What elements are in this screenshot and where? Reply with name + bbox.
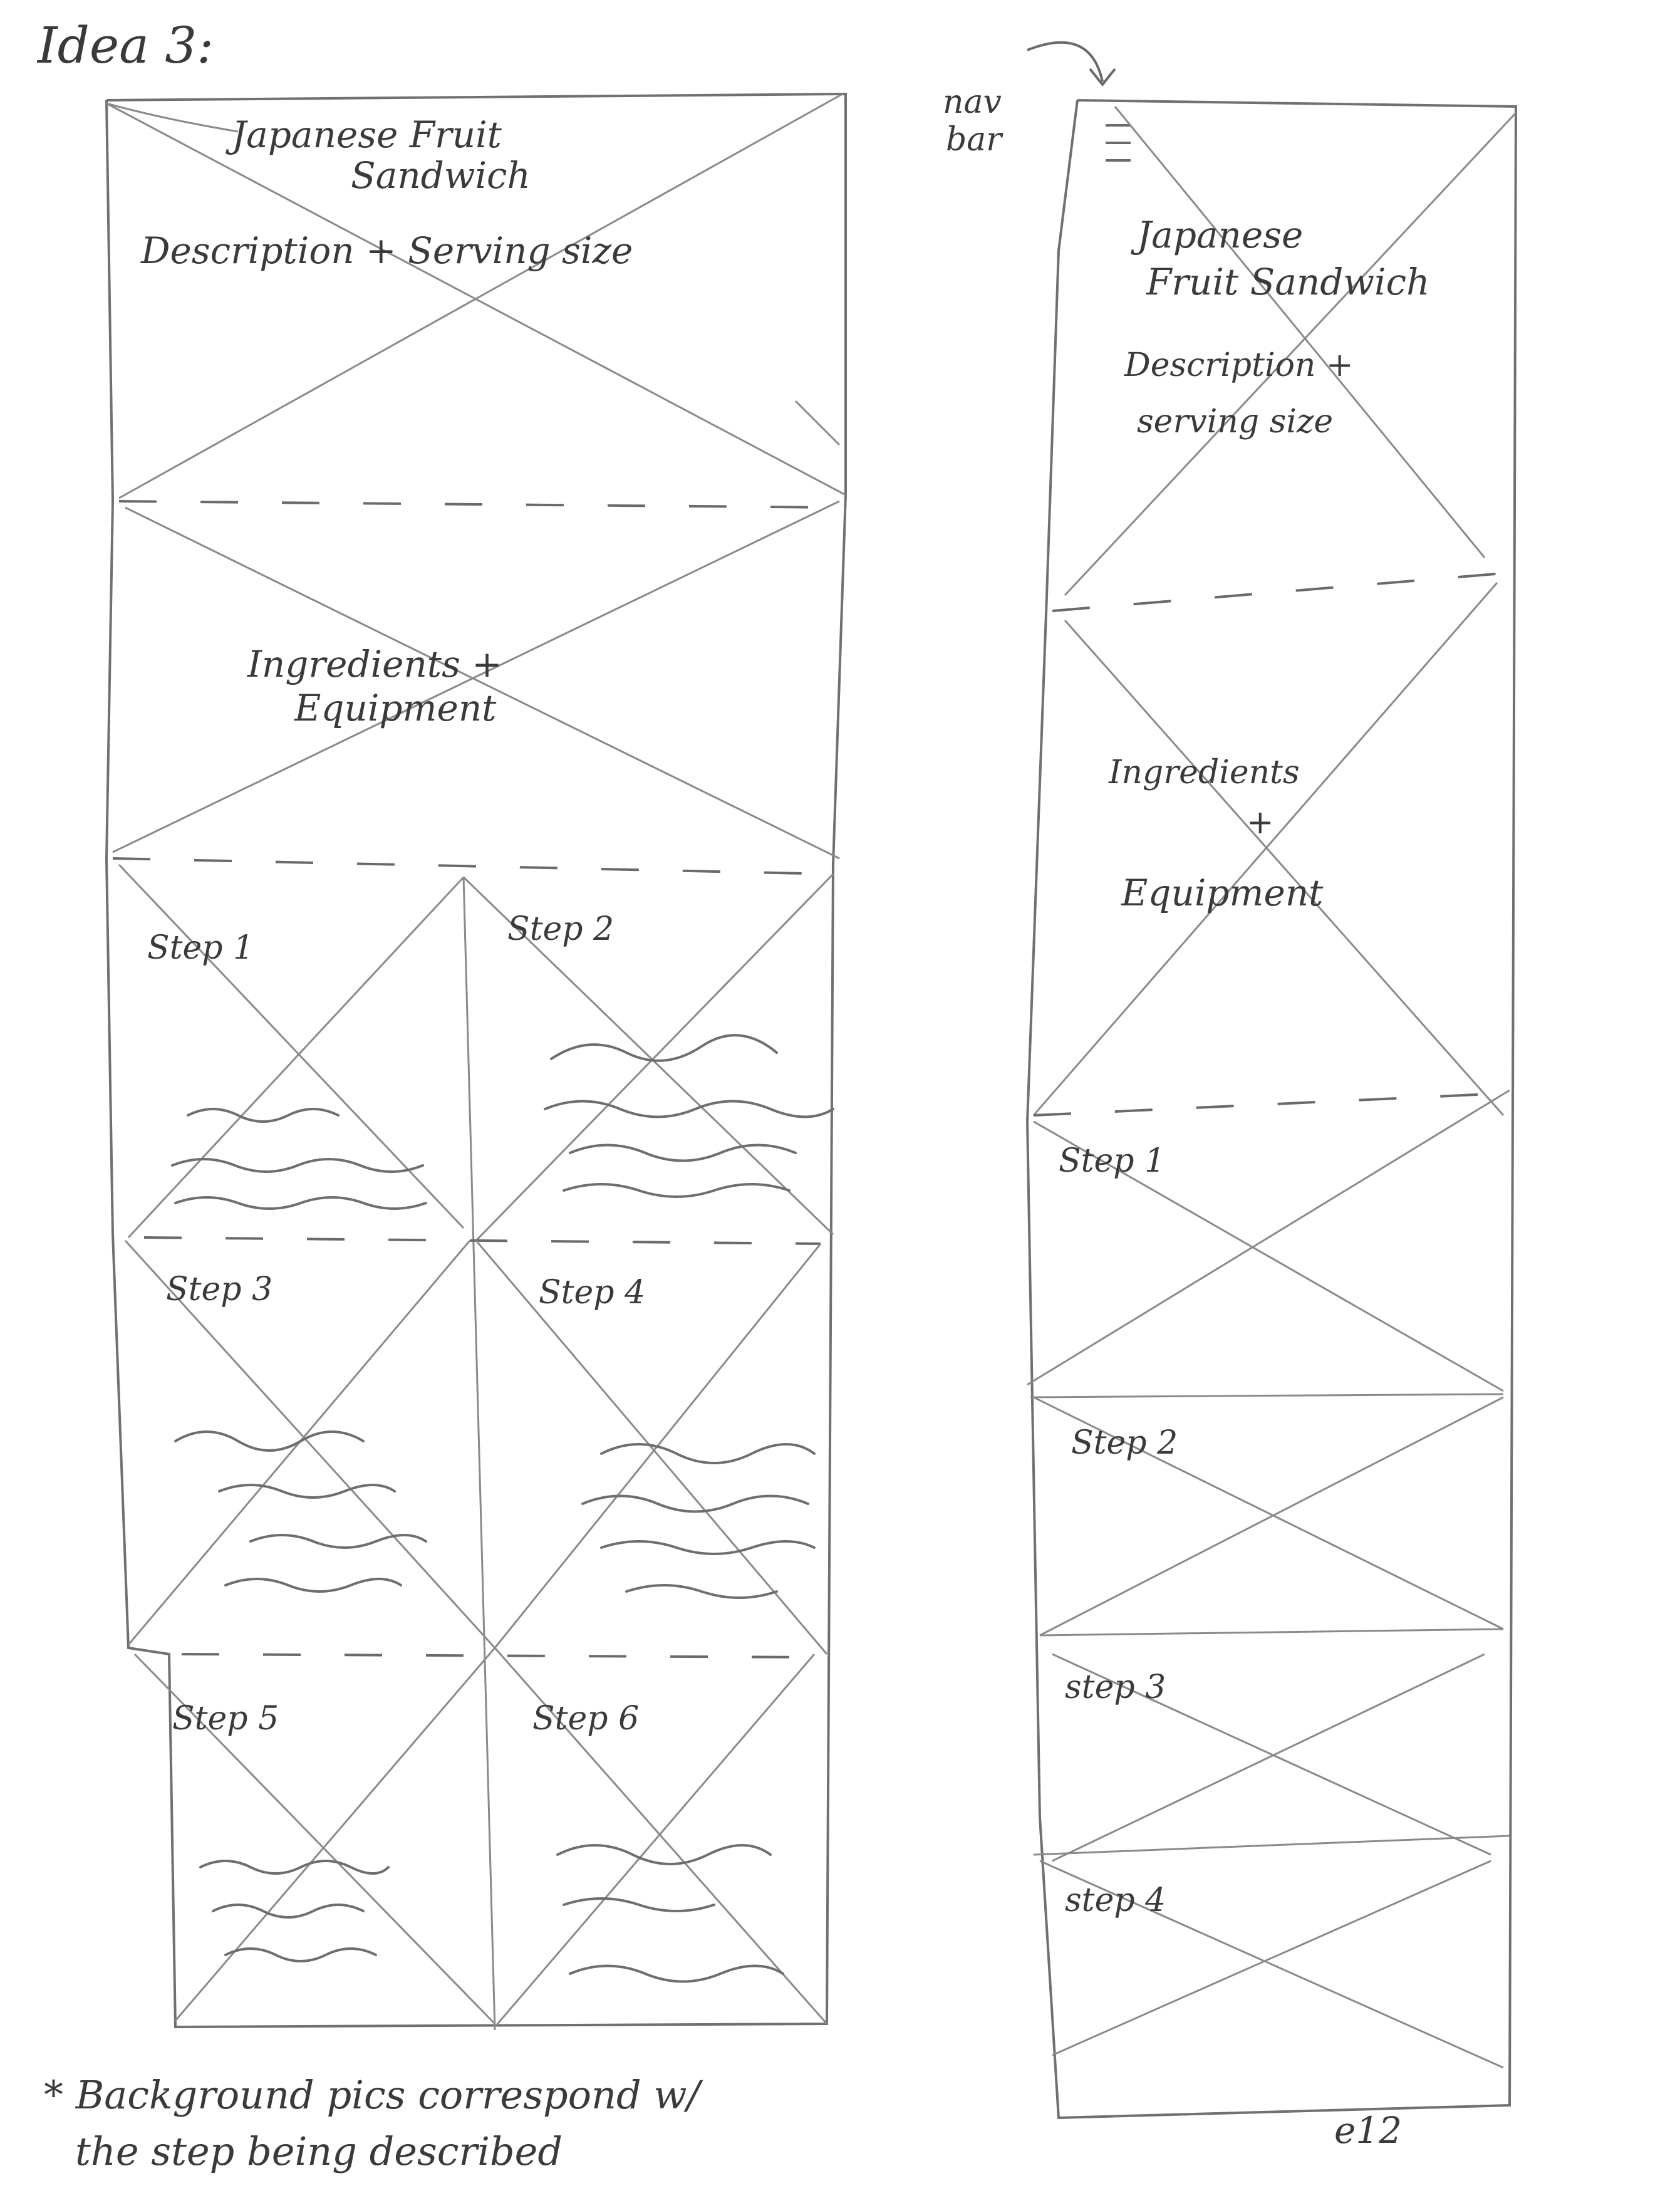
- desktop-step-6: Step 6: [494, 1647, 828, 2028]
- desktop-step-4: Step 4: [475, 1240, 828, 1655]
- desktop-divider-1: [118, 500, 840, 509]
- desktop-divider-2: [112, 857, 834, 875]
- footnote-line2: the step being described: [75, 2128, 563, 2174]
- desktop-step-3: Step 3: [124, 1239, 496, 1649]
- mobile-step-3: step 3: [1052, 1653, 1491, 1862]
- ingredients-cross-a: [125, 506, 840, 860]
- mobile-header-section: Japanese Fruit Sandwich Description + se…: [1064, 106, 1517, 596]
- mobile-step-4: step 4: [1039, 1860, 1504, 2069]
- desktop-header-section: Japanese Fruit Sandwich Description + Se…: [106, 93, 846, 499]
- desktop-step-2: Step 2: [462, 873, 834, 1242]
- desktop-divider-3: [143, 1236, 821, 1245]
- desktop-description: Description + Serving size: [140, 229, 633, 272]
- mobile-description-line1: Description +: [1124, 346, 1353, 384]
- step-1-label: Step 1: [147, 929, 254, 967]
- desktop-title-line1: Japanese Fruit: [226, 113, 502, 156]
- desktop-outer-frame: [105, 92, 847, 2029]
- mobile-step-3-label: step 3: [1065, 1669, 1166, 1706]
- mobile-step-2-label: Step 2: [1071, 1424, 1178, 1462]
- mobile-divider-5: [1033, 1835, 1510, 1856]
- step-4-label: Step 4: [539, 1274, 645, 1311]
- mobile-divider-4: [1039, 1628, 1504, 1637]
- mobile-wireframe: nav bar Japanese Fruit Sandwich Descript…: [943, 41, 1518, 2120]
- header-cross-b: [118, 93, 843, 499]
- desktop-ingredients-line2: Equipment: [294, 687, 497, 729]
- mobile-divider-1: [1052, 572, 1504, 612]
- nav-bar-arrowhead: [1089, 68, 1116, 87]
- mobile-title-line1: Japanese: [1131, 214, 1303, 256]
- step-5-label: Step 5: [172, 1700, 279, 1737]
- mobile-step-4-label: step 4: [1065, 1882, 1166, 1919]
- hamburger-menu-icon[interactable]: [1106, 124, 1131, 162]
- mobile-divider-3: [1030, 1393, 1504, 1399]
- desktop-title-line2: Sandwich: [351, 154, 531, 197]
- mobile-step-1: Step 1: [1027, 1089, 1510, 1392]
- ingredients-cross-b: [112, 500, 840, 853]
- mobile-ingredients-line2: +: [1247, 804, 1274, 841]
- mobile-step-1-label: Step 1: [1059, 1142, 1165, 1180]
- signature: e12: [1334, 2109, 1402, 2152]
- nav-bar-label-line1: nav: [943, 83, 1002, 121]
- step-2-label: Step 2: [507, 910, 614, 948]
- mobile-ingredients-section: Ingredients + Equipment: [1032, 582, 1505, 1116]
- mobile-description-line2: serving size: [1137, 403, 1333, 440]
- desktop-wireframe: Japanese Fruit Sandwich Description + Se…: [105, 92, 847, 2031]
- mobile-divider-2: [1033, 1092, 1504, 1117]
- nav-bar-arrow: [1027, 41, 1104, 82]
- step-6-label: Step 6: [532, 1700, 639, 1737]
- desktop-step-5: Step 5: [133, 1647, 496, 2025]
- nav-bar-label-line2: bar: [946, 121, 1003, 159]
- footnote-line1: * Background pics correspond w/: [44, 2072, 703, 2118]
- page-title: Idea 3:: [36, 16, 214, 75]
- desktop-step-1: Step 1: [118, 863, 465, 1239]
- desktop-divider-4: [181, 1653, 815, 1659]
- mobile-ingredients-line1: Ingredients: [1108, 754, 1300, 791]
- mobile-title-line2: Fruit Sandwich: [1146, 261, 1429, 303]
- mobile-step-2: Step 2: [1033, 1396, 1504, 1637]
- desktop-ingredients-line1: Ingredients +: [247, 643, 502, 685]
- mobile-outer-frame: [1025, 99, 1518, 2120]
- step-3-label: Step 3: [166, 1271, 272, 1308]
- desktop-ingredients-section: Ingredients + Equipment: [112, 500, 840, 860]
- mobile-ingredients-line3: Equipment: [1121, 872, 1324, 914]
- step-grid-divider: [462, 877, 496, 2031]
